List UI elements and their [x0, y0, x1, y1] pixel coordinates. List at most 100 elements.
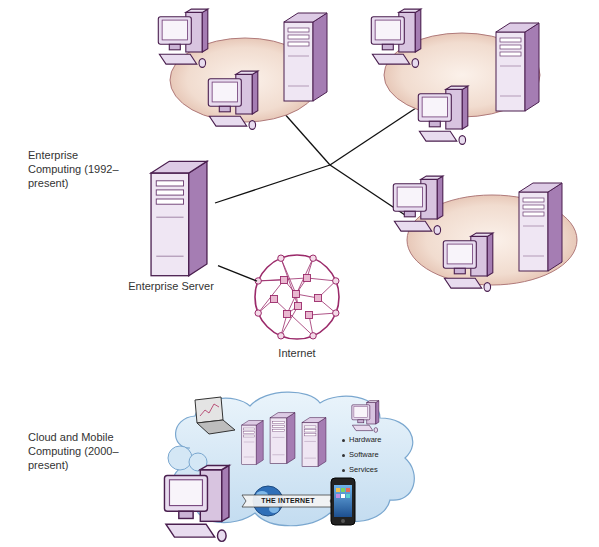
- lan-ellipse: [384, 33, 540, 117]
- cloud-outline: [173, 392, 415, 526]
- network-hub: [333, 278, 339, 284]
- workstation: [393, 176, 443, 234]
- bullet-text: Services: [349, 465, 378, 474]
- network-link: [274, 299, 313, 336]
- bullet-text: Hardware: [349, 435, 382, 444]
- app-icon: [346, 494, 350, 498]
- app-icon: [336, 488, 340, 492]
- network-link: [307, 258, 313, 278]
- lan-server: [496, 23, 539, 111]
- network-router: [304, 275, 311, 282]
- network-router: [293, 291, 300, 298]
- network-hub: [310, 333, 316, 339]
- node-caption: Enterprise Server: [121, 279, 221, 293]
- app-icon: [346, 488, 350, 492]
- shape-outline: [254, 254, 340, 340]
- app-icon: [336, 494, 340, 498]
- network-router: [284, 311, 291, 318]
- server-tower: [151, 161, 207, 275]
- bullet-dot: [342, 469, 345, 472]
- cloud-puff: [168, 446, 192, 470]
- globe-land: [269, 505, 279, 513]
- small-globe: [253, 486, 283, 516]
- network-hub: [278, 333, 284, 339]
- network-link: [281, 306, 298, 336]
- network-wire: [215, 165, 330, 203]
- home-button: [341, 519, 345, 523]
- internet-globe: Internet: [254, 254, 340, 340]
- network-hub: [255, 310, 261, 316]
- bullet-dot: [342, 439, 345, 442]
- workstation: [418, 86, 468, 144]
- cloud-server: [242, 421, 264, 465]
- cloud-puff: [189, 453, 207, 471]
- network-router: [315, 295, 322, 302]
- node-label: Internet: [244, 346, 350, 360]
- shape-outline: [238, 492, 338, 510]
- cloud-server: [302, 418, 326, 467]
- section-label: Enterprise Computing (1992–present): [28, 148, 128, 190]
- enterprise-server: Enterprise Server: [140, 160, 218, 277]
- globe-land: [256, 491, 268, 499]
- laptop-base: [197, 420, 235, 434]
- network-wire: [283, 112, 330, 165]
- lan-ellipse: [170, 38, 320, 122]
- app-icon: [341, 494, 345, 498]
- app-icon: [341, 488, 345, 492]
- phone-screen: [334, 485, 352, 517]
- banner-text: THE INTERNET: [238, 492, 338, 510]
- connector-line: [218, 266, 257, 282]
- laptop-chart: [200, 404, 219, 416]
- lan-ellipse: [407, 195, 577, 285]
- cloud-shape: HardwareSoftwareServicesTHE INTERNET: [160, 388, 425, 533]
- workstation: [443, 233, 493, 291]
- network-router: [281, 277, 288, 284]
- laptop-screen: [195, 397, 223, 423]
- network-link: [281, 314, 287, 336]
- network-link: [318, 298, 336, 313]
- desktop-computer: [164, 465, 229, 541]
- section-label: Cloud and Mobile Computing (2000–present…: [28, 430, 128, 472]
- network-wire: [330, 104, 422, 165]
- bullet-row: Hardware: [342, 432, 422, 447]
- shape-outline: [140, 160, 218, 277]
- node-caption: Internet: [244, 346, 350, 360]
- network-link: [309, 315, 313, 336]
- network-link: [296, 294, 298, 306]
- network-link: [287, 306, 298, 314]
- smartphone: [331, 478, 355, 525]
- bullet-text: Software: [349, 450, 379, 459]
- bullet-row: Software: [342, 447, 422, 462]
- network-link: [318, 281, 336, 298]
- network-hub: [255, 278, 261, 284]
- bullet-row: Services: [342, 462, 422, 477]
- node-label: Enterprise Server: [121, 279, 221, 293]
- bullet-list: HardwareSoftwareServices: [342, 432, 422, 477]
- internet-banner: THE INTERNET: [238, 492, 338, 510]
- workstation: [208, 71, 257, 129]
- network-router: [271, 296, 278, 303]
- cloud-server: [270, 413, 295, 464]
- network-link: [281, 258, 298, 306]
- network-router: [295, 303, 302, 310]
- network-link: [284, 280, 296, 294]
- network-link: [258, 280, 284, 313]
- network-wire: [330, 165, 405, 215]
- network-router: [306, 312, 313, 319]
- workstation: [371, 9, 421, 67]
- network-hub: [310, 255, 316, 261]
- network-link: [296, 294, 318, 298]
- backbone-lines: [215, 104, 422, 215]
- globe-outline: [255, 255, 339, 339]
- lan-server: [284, 13, 327, 101]
- workstation: [158, 9, 208, 67]
- shape-outline: [160, 388, 425, 533]
- network-link: [307, 278, 336, 281]
- network-link: [258, 280, 284, 282]
